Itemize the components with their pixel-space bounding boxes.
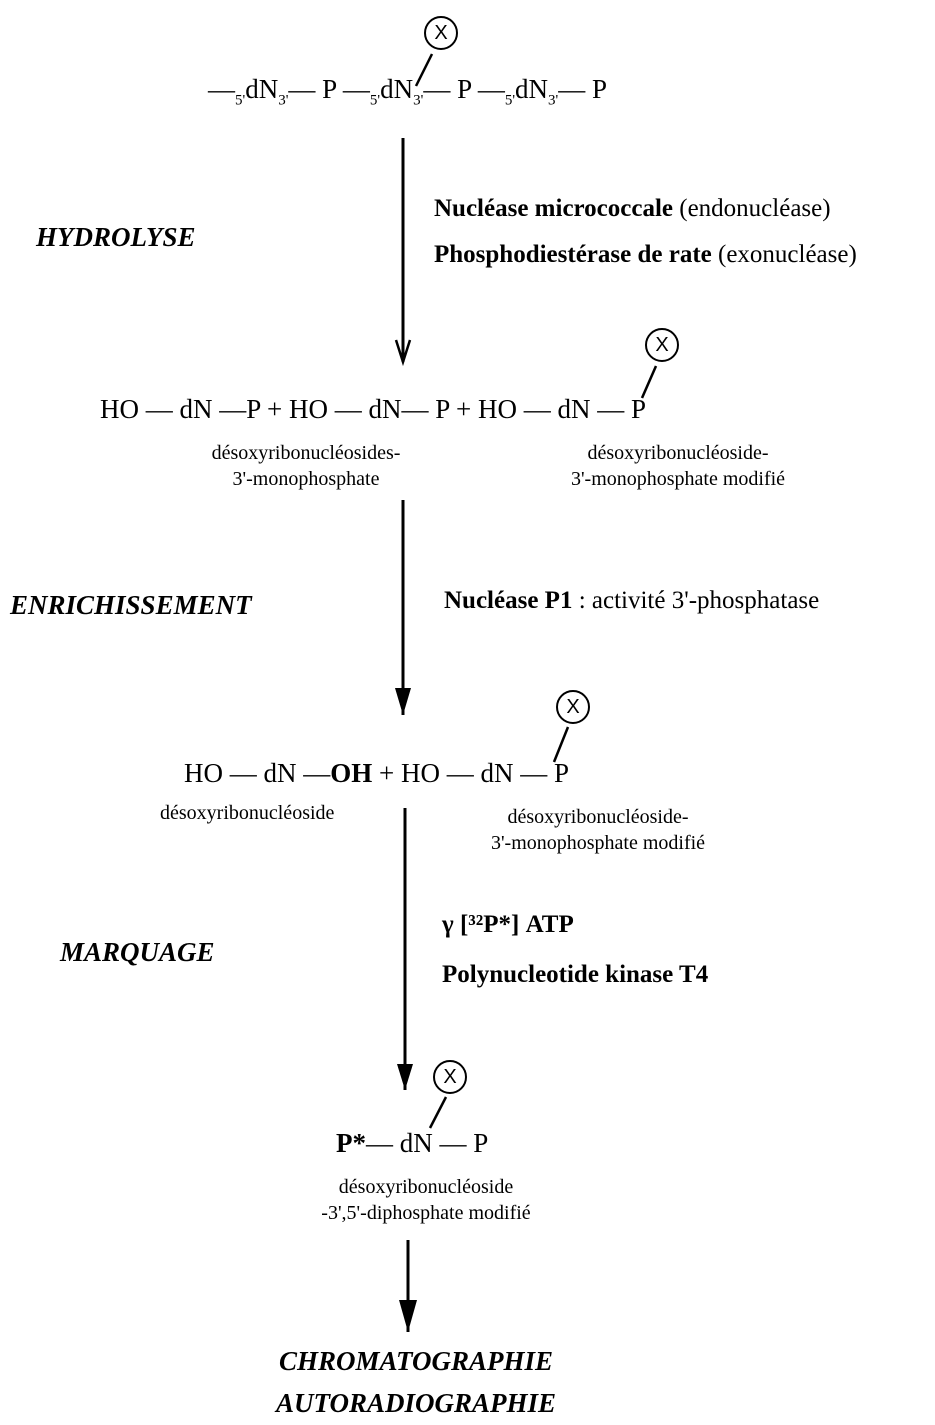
reagent-phosphodiesterase: Phosphodiestérase de rate (exonucléase) (434, 241, 857, 268)
adduct-bond-3 (552, 726, 570, 763)
reagent-kinase: Polynucleotide kinase T4 (442, 961, 709, 988)
formula-labeled-product: P*— dN — P (336, 1128, 489, 1158)
caption-normal-3mp: désoxyribonucléosides- 3'-monophosphate (211, 442, 401, 490)
reagent-nuclease-p1: Nucléase P1 : activité 3'-phosphatase (444, 587, 820, 614)
adduct-bond-4 (428, 1096, 448, 1129)
arrow-marquage-head (397, 1064, 413, 1090)
step-hydrolyse: HYDROLYSE (36, 222, 196, 252)
caption-modified-3mp-2: désoxyribonucléoside- 3'-monophosphate m… (490, 806, 706, 854)
adduct-x-icon: X (645, 328, 679, 362)
final-chromatographie: CHROMATOGRAPHIE (278, 1346, 554, 1376)
caption-diphosphate: désoxyribonucléoside -3',5'-diphosphate … (321, 1176, 531, 1224)
dna-strand: —5'dN3'— P —5'dN3'— P —5'dN3'— P (208, 74, 608, 109)
caption-nucleoside: désoxyribonucléoside (160, 802, 335, 824)
adduct-x-icon: X (556, 690, 590, 724)
arrow-final-head (399, 1300, 417, 1332)
adduct-bond-2 (640, 365, 658, 399)
reagent-nuclease-micrococcale: Nucléase micrococcale (endonucléase) (434, 195, 831, 222)
formula-hydrolysis-products: HO — dN —P + HO — dN— P + HO — dN — P (100, 394, 646, 424)
arrow-enrichissement-head (395, 688, 411, 715)
adduct-x-icon: X (424, 16, 458, 50)
arrow-hydrolyse-head (394, 339, 412, 367)
final-autoradiographie: AUTORADIOGRAPHIE (275, 1388, 557, 1418)
caption-modified-3mp: désoxyribonucléoside- 3'-monophosphate m… (570, 442, 786, 490)
reagent-atp: γ [³²P*] ATP (442, 911, 574, 938)
step-marquage: MARQUAGE (60, 937, 215, 967)
formula-enrichment-products: HO — dN —OH + HO — dN — P (184, 758, 570, 788)
step-enrichissement: ENRICHISSEMENT (10, 590, 252, 620)
adduct-bond-1 (414, 53, 434, 87)
adduct-x-icon: X (433, 1060, 467, 1094)
